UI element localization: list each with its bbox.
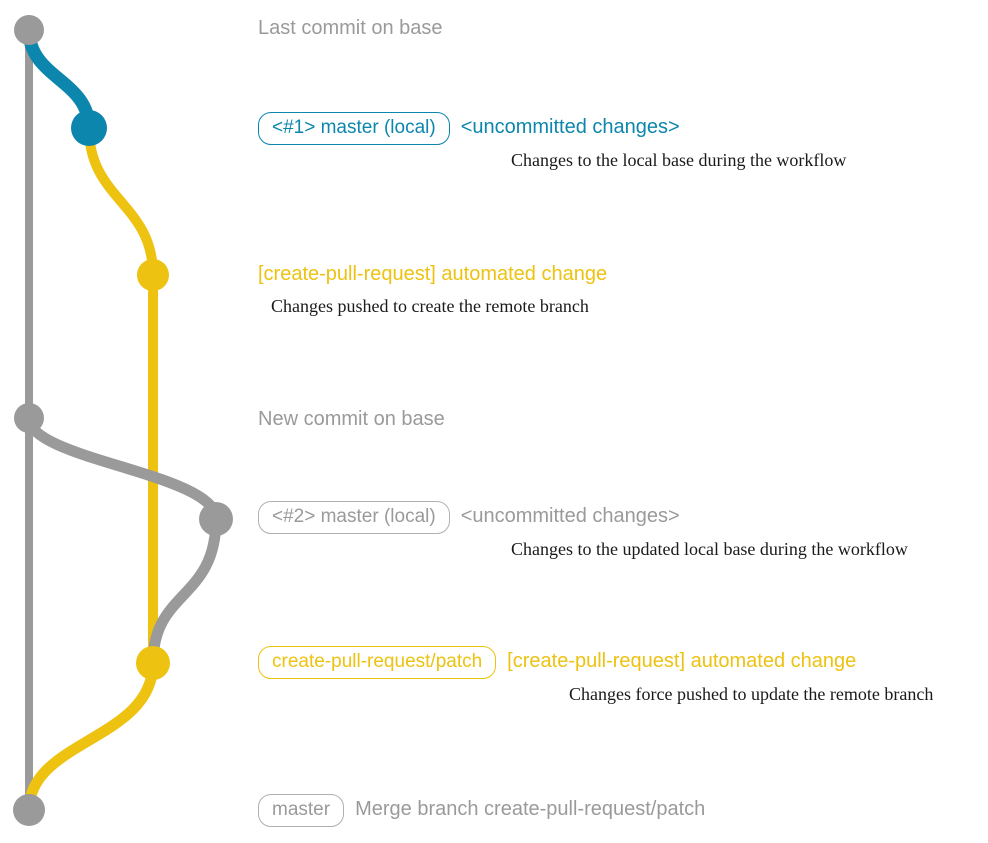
commit-row-new-commit-on-base: New commit on base xyxy=(258,408,445,430)
edge-local1-to-automated1 xyxy=(84,123,158,280)
commit-node-automated-2[interactable] xyxy=(136,646,170,680)
commit-headline: [create-pull-request] automated change xyxy=(258,263,608,285)
commit-node-new-base[interactable] xyxy=(14,403,44,433)
edge-automated2-to-merge xyxy=(23,657,159,816)
commit-headline: [create-pull-request] automated change xyxy=(507,650,857,672)
commit-headline: Merge branch create-pull-request/patch xyxy=(355,798,706,820)
commit-node-merge-master[interactable] xyxy=(13,794,45,826)
edge-newbase-to-local2 xyxy=(23,412,222,525)
commit-node-local-2[interactable] xyxy=(199,502,233,536)
commit-row-last-commit-on-base: Last commit on base xyxy=(258,17,443,39)
commit-node-local-1[interactable] xyxy=(71,110,107,146)
branch-pill-create-pull-request-patch[interactable]: create-pull-request/patch xyxy=(258,646,497,679)
commit-node-automated-1[interactable] xyxy=(137,259,169,291)
commit-row-automated-change-2: create-pull-request/patch [create-pull-r… xyxy=(258,646,856,679)
branch-pill-master-local-1[interactable]: <#1> master (local) xyxy=(258,112,450,145)
commit-node-last-base[interactable] xyxy=(14,15,44,45)
edge-local2-to-automated2 xyxy=(147,513,222,669)
commit-subdescription: Changes to the local base during the wor… xyxy=(511,150,847,170)
commit-headline: <uncommitted changes> xyxy=(460,116,680,138)
commit-row-local-uncommitted-1: <#1> master (local) <uncommitted changes… xyxy=(258,112,680,145)
branch-pill-master[interactable]: master xyxy=(258,794,345,827)
commit-headline: Last commit on base xyxy=(258,17,443,39)
commit-headline: New commit on base xyxy=(258,408,445,430)
commit-subdescription: Changes to the updated local base during… xyxy=(511,539,908,559)
commit-row-merge-branch: master Merge branch create-pull-request/… xyxy=(258,794,705,827)
commit-subdescription: Changes pushed to create the remote bran… xyxy=(271,296,589,316)
commit-row-automated-change-1: [create-pull-request] automated change xyxy=(258,263,607,285)
commit-row-local-uncommitted-2: <#2> master (local) <uncommitted changes… xyxy=(258,501,680,534)
commit-headline: <uncommitted changes> xyxy=(460,505,680,527)
commit-subdescription: Changes force pushed to update the remot… xyxy=(569,684,934,704)
branch-pill-master-local-2[interactable]: <#2> master (local) xyxy=(258,501,450,534)
